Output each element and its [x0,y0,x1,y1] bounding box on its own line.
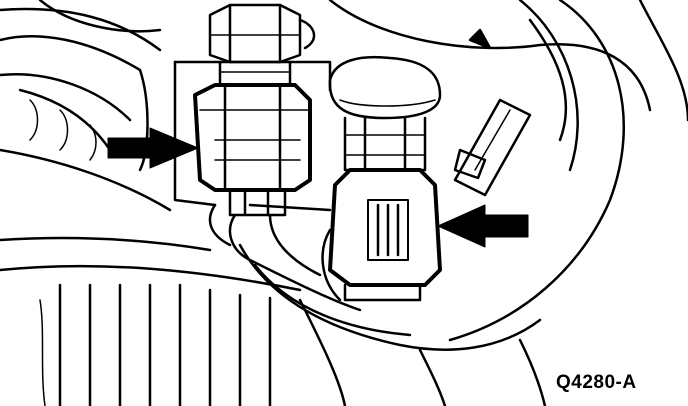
left-sensor-connector [193,83,312,217]
figure-code: Q4280-A [556,372,637,393]
right-fitting-cap [328,56,442,172]
lower-pulley [0,236,547,406]
upper-fitting-left [208,3,316,87]
arrow-right-icon [107,127,199,169]
wire-harness [208,203,542,351]
upper-left-hose [0,0,172,212]
right-housing [328,0,688,342]
right-sensor-connector [321,168,442,302]
arrow-left-icon [437,204,529,248]
